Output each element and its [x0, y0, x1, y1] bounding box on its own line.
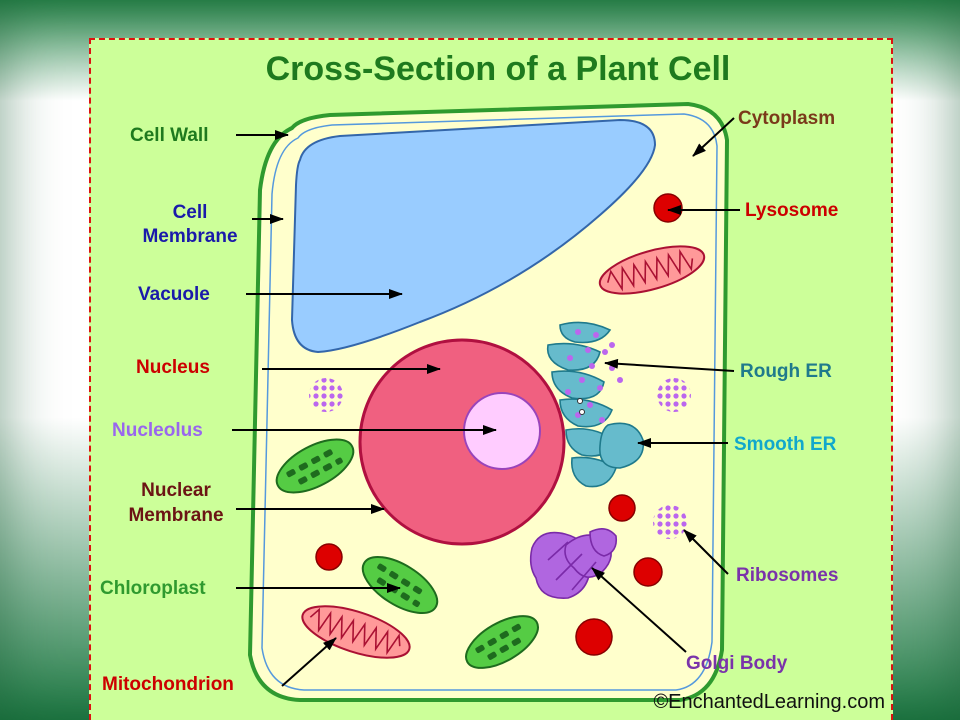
lysosome [653, 193, 683, 223]
arrow-rough-er [604, 358, 735, 372]
er-junction [579, 409, 585, 415]
lysosome [608, 494, 636, 522]
ribosomes [657, 378, 691, 412]
nucleus [358, 338, 566, 546]
label-nucleus: Nucleus [136, 357, 210, 378]
arrow-ribosomes [683, 529, 729, 575]
label-nuclear-membrane-line1: Nuclear [141, 480, 211, 501]
label-lysosome: Lysosome [745, 200, 838, 221]
label-vacuole: Vacuole [138, 284, 210, 305]
golgi-body [529, 528, 618, 599]
lysosome [315, 543, 343, 571]
chloroplast [275, 438, 355, 494]
chloroplast [465, 615, 539, 669]
er-ribosomes [565, 329, 623, 423]
label-mitochondrion: Mitochondrion [102, 674, 234, 695]
lysosome [575, 618, 613, 656]
label-nucleolus: Nucleolus [112, 420, 203, 441]
label-cell-wall: Cell Wall [130, 125, 208, 146]
arrow-mitochondrion [281, 637, 337, 687]
ribosomes [309, 378, 343, 412]
er-junction [577, 398, 583, 404]
label-smooth-er: Smooth ER [734, 434, 837, 455]
mitochondrion [301, 605, 411, 659]
diagram-title: Cross-Section of a Plant Cell [266, 50, 731, 88]
label-golgi-body: Golgi Body [686, 653, 788, 674]
label-rough-er: Rough ER [740, 361, 832, 382]
arrow-golgi-body [591, 567, 687, 653]
ribosomes [653, 505, 687, 539]
label-cell-membrane-line2: Membrane [142, 226, 237, 247]
label-cytoplasm: Cytoplasm [738, 108, 835, 129]
mitochondrion [598, 245, 706, 295]
label-nuclear-membrane-line2: Membrane [128, 505, 223, 526]
label-chloroplast: Chloroplast [100, 578, 206, 599]
label-cell-membrane-line1: Cell [173, 202, 208, 223]
label-ribosomes: Ribosomes [736, 565, 838, 586]
arrow-cytoplasm [692, 117, 735, 157]
copyright-text: ©EnchantedLearning.com [653, 691, 885, 713]
lysosome [633, 557, 663, 587]
